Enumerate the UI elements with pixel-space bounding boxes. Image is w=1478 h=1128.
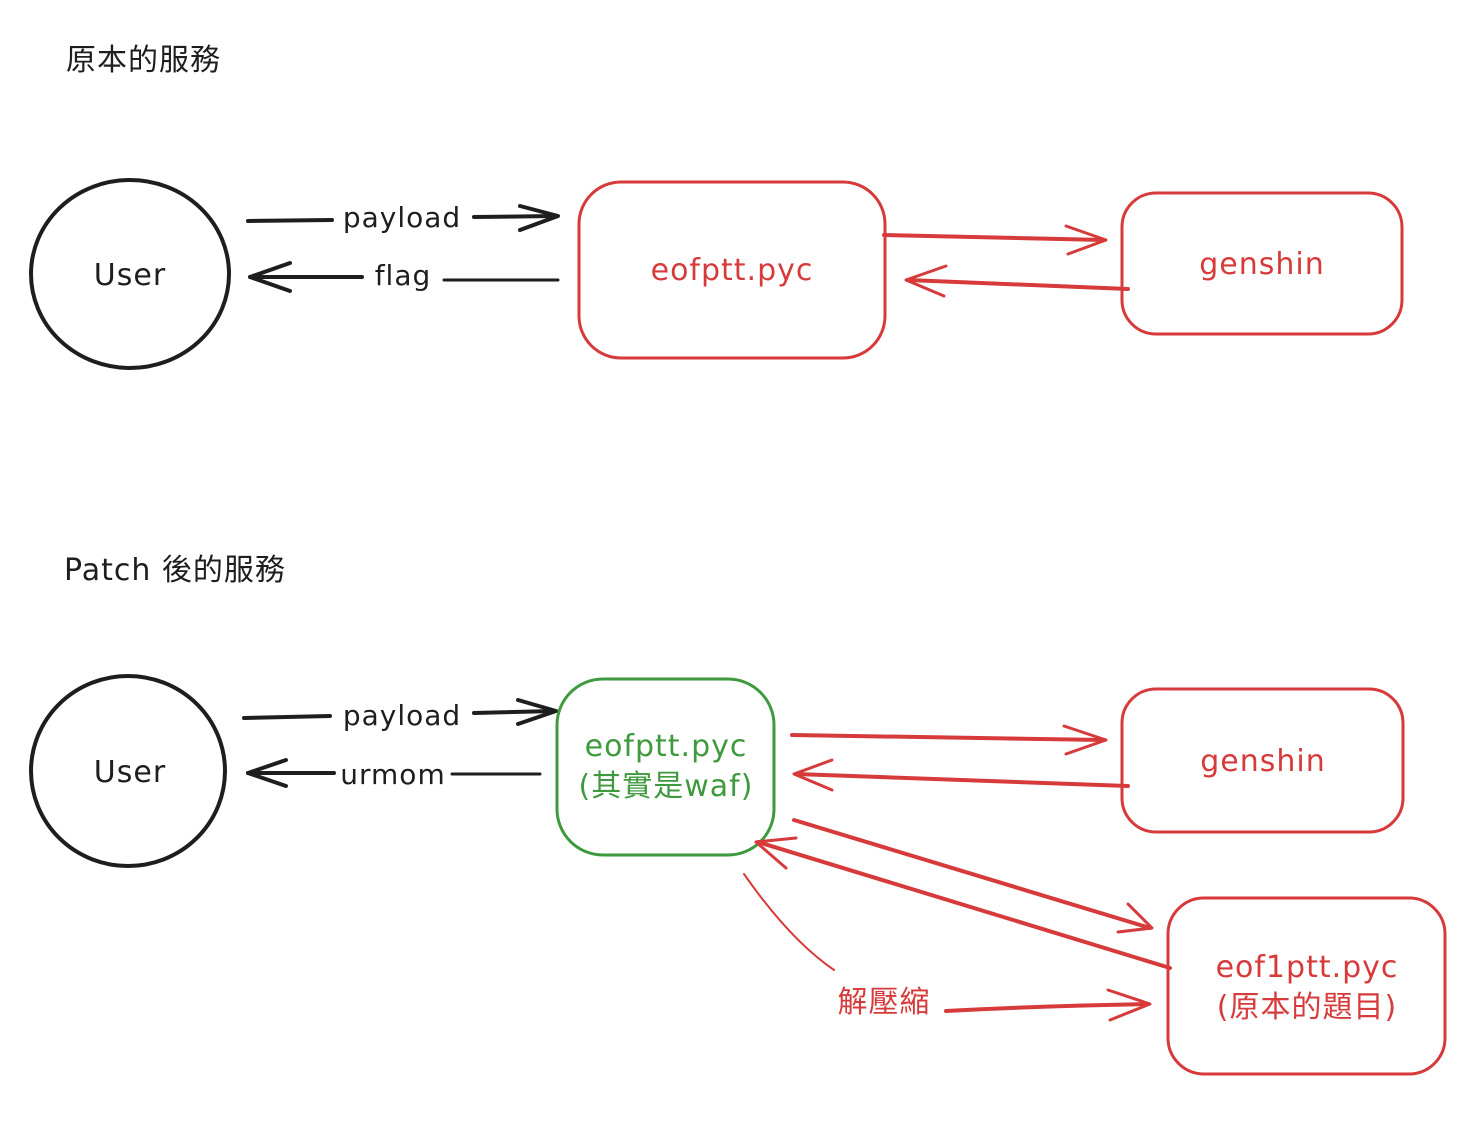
original-to-waf-arrow (754, 836, 1172, 970)
payload-arrow-patched: payload (242, 698, 558, 732)
urmom-arrow-patched: urmom (246, 758, 542, 791)
genshin-box-original: genshin (1120, 191, 1404, 336)
waf-to-original-arrow (792, 818, 1154, 934)
decompress-annotation: 解壓縮 (743, 873, 1152, 1022)
flag-arrow-original: flag (248, 259, 560, 293)
waf-to-genshin-arrow (790, 724, 1108, 756)
original-box-patched: eof1ptt.pyc (原本的題目) (1166, 896, 1447, 1076)
genshin-to-waf-arrow (792, 758, 1130, 792)
original-label-line1: eof1ptt.pyc (1216, 950, 1399, 985)
flag-label-original: flag (375, 259, 432, 292)
waf-box-patched: eofptt.pyc (其實是waf) (555, 677, 776, 857)
genshin-label-original: genshin (1199, 247, 1325, 282)
section-title-patched: Patch 後的服務 (64, 553, 286, 588)
genshin-to-service-arrow-original (904, 264, 1130, 298)
service-label-original: eofptt.pyc (651, 253, 814, 288)
service-box-original: eofptt.pyc (577, 180, 887, 360)
original-label-line2: (原本的題目) (1217, 990, 1397, 1025)
user-node-original: User (29, 178, 231, 370)
urmom-label-patched: urmom (340, 758, 445, 791)
user-label-patched: User (94, 755, 166, 790)
user-label-original: User (94, 258, 166, 293)
payload-label-original: payload (343, 201, 461, 234)
payload-label-patched: payload (343, 699, 461, 732)
decompress-label: 解壓縮 (838, 985, 931, 1020)
waf-label-line1: eofptt.pyc (585, 729, 748, 764)
genshin-label-patched: genshin (1200, 744, 1326, 779)
genshin-box-patched: genshin (1120, 687, 1405, 834)
user-node-patched: User (29, 674, 227, 868)
waf-label-line2: (其實是waf) (579, 769, 754, 804)
section-title-original: 原本的服務 (66, 43, 221, 78)
service-to-genshin-arrow-original (882, 224, 1108, 256)
payload-arrow-original: payload (246, 201, 560, 234)
